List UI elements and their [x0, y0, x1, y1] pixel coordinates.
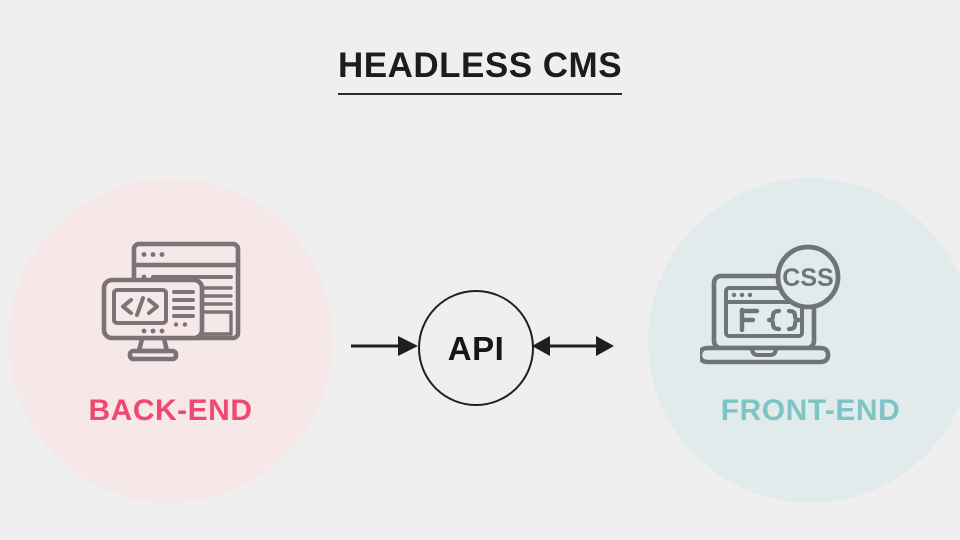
backend-blob	[8, 178, 333, 503]
api-label: API	[447, 329, 505, 367]
laptop-css-icon: CSS	[697, 236, 850, 371]
frontend-label: FRONT-END	[720, 394, 901, 427]
arrow-right-icon	[348, 330, 420, 367]
backend-label: BACK-END	[88, 394, 253, 427]
svg-text:CSS: CSS	[782, 264, 833, 292]
page-title: HEADLESS CMS	[337, 48, 623, 95]
monitor-code-window-icon	[98, 236, 248, 371]
arrow-double-icon	[532, 330, 614, 367]
title-container: HEADLESS CMS	[0, 48, 960, 95]
api-node: API	[418, 290, 534, 406]
